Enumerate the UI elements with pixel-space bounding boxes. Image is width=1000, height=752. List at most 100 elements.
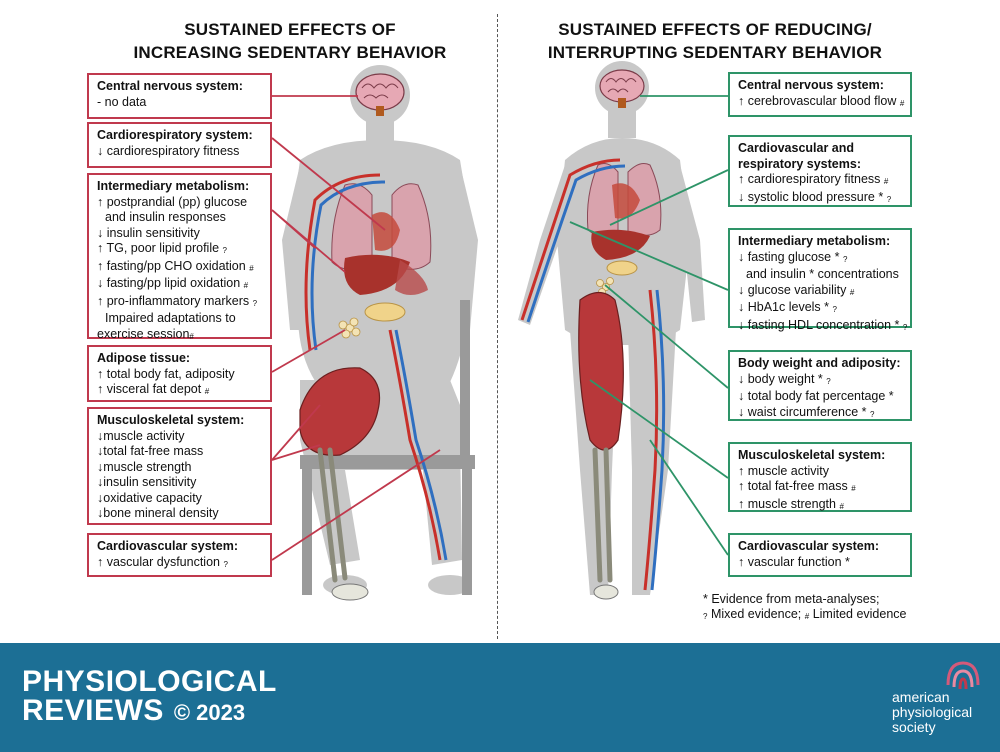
- limited-evidence-marker: #: [243, 281, 249, 290]
- left-box-musculo: Musculoskeletal system: ↓muscle activity…: [87, 407, 272, 525]
- copyright: © 2023: [173, 700, 246, 725]
- left-title-line-2: INCREASING SEDENTARY BEHAVIOR: [133, 43, 447, 62]
- left-metabolism-line-6: ↓ fasting/pp lipid oxidation: [97, 276, 241, 290]
- right-box-musculo: Musculoskeletal system: ↑ muscle activit…: [728, 442, 912, 512]
- center-divider: [497, 14, 498, 639]
- limited-evidence-marker: #: [804, 612, 810, 621]
- right-box-cns: Central nervous system: ↑ cerebrovascula…: [728, 72, 912, 117]
- right-connectors: [569, 95, 729, 556]
- right-metabolism-line-3: ↓ glucose variability: [738, 282, 847, 297]
- leg-muscle-right: [578, 291, 624, 451]
- leg-bones-left: [317, 447, 348, 583]
- left-metabolism-line-9: exercise session: [97, 326, 190, 341]
- left-metabolism-line-1: ↑ postprandial (pp) glucose: [97, 194, 248, 209]
- mixed-evidence-marker: ?: [252, 298, 258, 308]
- left-musculo-line-3: ↓muscle strength: [97, 459, 192, 474]
- mixed-evidence-marker: ?: [223, 559, 228, 569]
- foot-left: [331, 583, 369, 601]
- right-box-metabolism: Intermediary metabolism: ↓ fasting gluco…: [728, 228, 912, 332]
- right-cns-line: ↑ cerebrovascular blood flow: [738, 93, 897, 108]
- legend-mixed: Mixed evidence;: [710, 607, 802, 621]
- mixed-evidence-marker: ?: [902, 322, 908, 332]
- left-metabolism-line-7: ↑ pro-inflammatory markers: [97, 293, 250, 308]
- journal-name-line-1: PHYSIOLOGICAL: [22, 665, 277, 698]
- right-box-bodyweight: Body weight and adiposity: ↓ body weight…: [728, 350, 912, 421]
- legend-limited: Limited evidence: [812, 607, 907, 621]
- left-box-adipose: Adipose tissue: ↑ total body fat, adipos…: [87, 345, 272, 402]
- right-cardioresp-line-2: ↓ systolic blood pressure *: [738, 189, 884, 204]
- left-adipose-heading: Adipose tissue:: [97, 351, 191, 365]
- right-metabolism-line-1: ↓ fasting glucose *: [738, 249, 840, 264]
- foot-right: [593, 584, 619, 600]
- left-musculo-line-5: ↓oxidative capacity: [97, 490, 202, 505]
- left-metabolism-line-8: Impaired adaptations to: [105, 311, 236, 325]
- left-adipose-line-1: ↑ total body fat, adiposity: [97, 366, 235, 381]
- anatomy-illustration: [271, 61, 729, 601]
- mixed-evidence-marker: ?: [826, 376, 831, 386]
- left-cardioresp-heading: Cardiorespiratory system:: [97, 128, 253, 142]
- limited-evidence-marker: #: [899, 98, 905, 108]
- footer-bar: [0, 643, 1000, 752]
- limited-evidence-marker: #: [849, 287, 855, 297]
- society-logo-icon: [946, 661, 980, 690]
- right-cns-heading: Central nervous system:: [738, 78, 884, 92]
- left-cardiovascular-line: ↑ vascular dysfunction: [97, 554, 220, 569]
- right-musculo-line-2: ↑ total fat-free mass: [738, 479, 848, 493]
- right-bodyweight-line-1: ↓ body weight *: [738, 371, 823, 386]
- left-title-line-1: SUSTAINED EFFECTS OF: [184, 20, 396, 39]
- left-musculo-line-1: ↓muscle activity: [97, 428, 185, 443]
- left-musculo-line-2: ↓total fat-free mass: [97, 444, 204, 458]
- adipose-right: [596, 277, 614, 296]
- journal-logo: PHYSIOLOGICAL REVIEWS © 2023: [22, 667, 277, 727]
- right-metabolism-line-5: ↓ fasting HDL concentration *: [738, 317, 900, 332]
- left-adipose-line-2: ↑ visceral fat depot: [97, 382, 202, 396]
- mixed-evidence-marker: ?: [886, 194, 892, 204]
- limited-evidence-marker: #: [249, 263, 254, 273]
- left-box-cns: Central nervous system: - no data: [87, 73, 272, 119]
- evidence-legend: * Evidence from meta-analyses; ? Mixed e…: [703, 592, 907, 624]
- legend-line-1: * Evidence from meta-analyses;: [703, 592, 880, 606]
- journal-name-line-2: REVIEWS: [22, 694, 164, 727]
- right-metabolism-line-4: ↓ HbA1c levels *: [738, 300, 830, 314]
- mixed-evidence-marker: ?: [703, 612, 708, 621]
- right-cardiovascular-line: ↑ vascular function *: [738, 554, 850, 569]
- brain-right: [599, 69, 645, 108]
- left-box-cardiovascular: Cardiovascular system: ↑ vascular dysfun…: [87, 533, 272, 577]
- lungs-heart-left: [331, 183, 432, 295]
- left-connectors: [271, 95, 441, 561]
- left-box-metabolism: Intermediary metabolism: ↑ postprandial …: [87, 173, 272, 341]
- right-cardioresp-line-1: ↑ cardiorespiratory fitness: [738, 172, 881, 186]
- society-name-line-2: physiological: [892, 704, 973, 720]
- pancreas-left: [364, 302, 406, 322]
- right-bodyweight-line-2: ↓ total body fat percentage *: [738, 389, 894, 403]
- left-metabolism-line-3: ↓ insulin sensitivity: [97, 225, 200, 240]
- left-musculo-line-4: ↓insulin sensitivity: [97, 475, 197, 489]
- leg-bones-right: [592, 447, 613, 583]
- right-bodyweight-heading: Body weight and adiposity:: [738, 356, 901, 370]
- vessels-left: [304, 173, 448, 561]
- left-metabolism-heading: Intermediary metabolism:: [97, 179, 250, 193]
- mixed-evidence-marker: ?: [870, 409, 875, 419]
- left-musculo-heading: Musculoskeletal system:: [97, 413, 245, 427]
- right-bodyweight-line-3: ↓ waist circumference *: [738, 404, 867, 419]
- mixed-evidence-marker: ?: [222, 246, 227, 255]
- brain-left: [355, 73, 405, 116]
- mixed-evidence-marker: ?: [832, 305, 837, 314]
- left-cns-line: - no data: [97, 94, 147, 109]
- limited-evidence-marker: #: [189, 331, 194, 341]
- right-cardioresp-heading-2: respiratory systems:: [738, 156, 861, 171]
- right-box-cardiovascular: Cardiovascular system: ↑ vascular functi…: [728, 533, 912, 577]
- left-metabolism-line-4: ↑ TG, poor lipid profile: [97, 241, 220, 255]
- left-musculo-line-6: ↓bone mineral density: [97, 506, 219, 520]
- limited-evidence-marker: #: [883, 177, 889, 186]
- limited-evidence-marker: #: [839, 501, 844, 511]
- left-title: SUSTAINED EFFECTS OF INCREASING SEDENTAR…: [100, 18, 480, 64]
- right-cardioresp-heading-1: Cardiovascular and: [738, 141, 855, 155]
- right-musculo-line-1: ↑ muscle activity: [738, 463, 829, 478]
- society-name-line-3: society: [892, 719, 936, 735]
- right-title: SUSTAINED EFFECTS OF REDUCING/ INTERRUPT…: [515, 18, 915, 64]
- pancreas-right: [606, 260, 638, 276]
- chair: [300, 300, 475, 595]
- left-cns-heading: Central nervous system:: [97, 79, 243, 93]
- mixed-evidence-marker: ?: [842, 254, 848, 264]
